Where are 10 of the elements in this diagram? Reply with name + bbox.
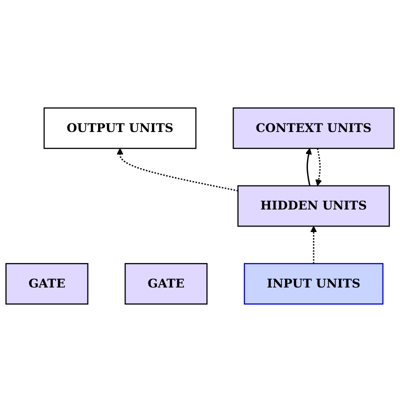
node-box: HIDDEN UNITS (237, 184, 390, 226)
arrow (305, 148, 312, 186)
node-box: CONTEXT UNITS (232, 106, 395, 148)
arrow (310, 225, 317, 264)
node-box: INPUT UNITS (244, 262, 384, 304)
node-box: GATE (124, 262, 208, 304)
node-box: OUTPUT UNITS (44, 106, 196, 148)
arrow (116, 148, 238, 191)
node-box: GATE (5, 262, 88, 304)
arrow (315, 148, 322, 186)
